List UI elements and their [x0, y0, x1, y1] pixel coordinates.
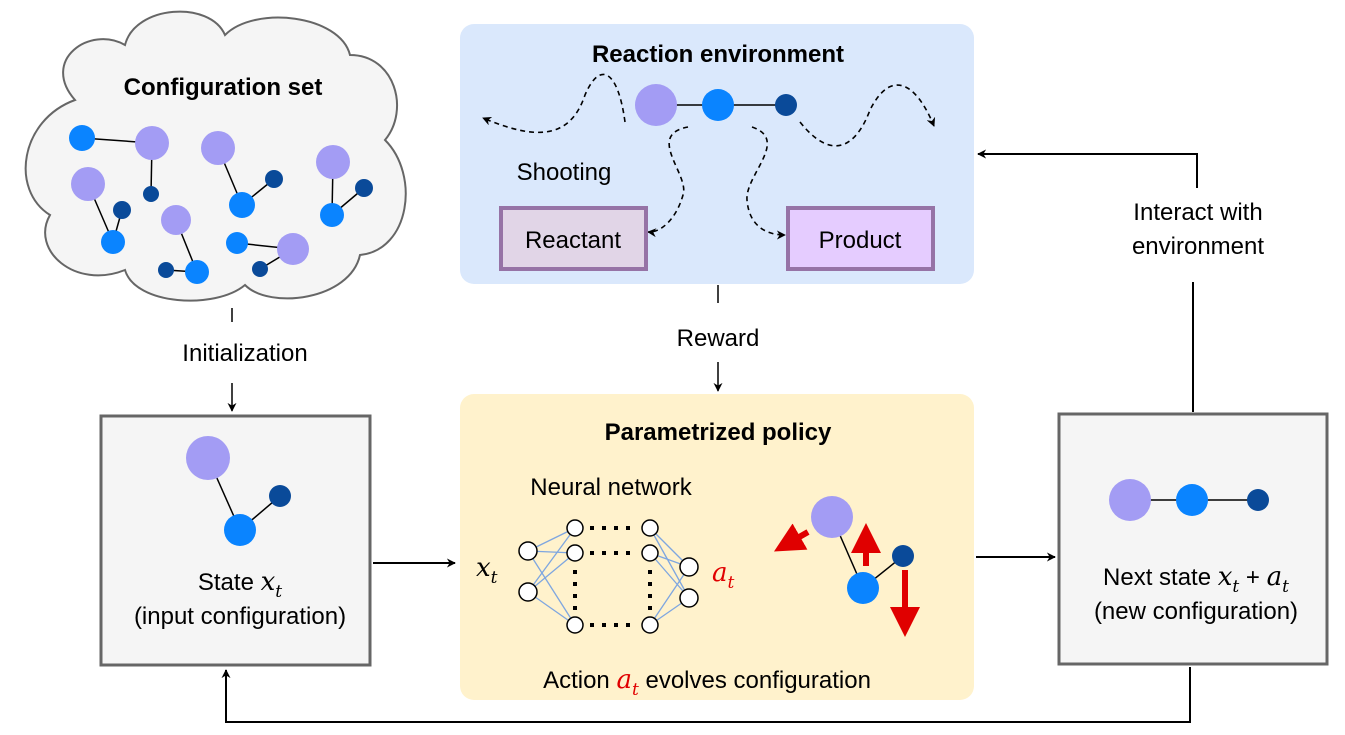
reward-connector: Reward [677, 285, 760, 392]
configuration-set-title: Configuration set [124, 74, 323, 101]
state-box: State xt (input configuration) [99, 414, 372, 667]
product-label: Product [819, 227, 902, 254]
policy-title: Parametrized policy [605, 419, 832, 446]
action-caption: Action at evolves configuration [543, 665, 871, 700]
initialization-connector: Initialization [182, 308, 308, 412]
interact-label-line2: environment [1132, 233, 1264, 260]
reward-label: Reward [677, 325, 760, 352]
shooting-trajectories [482, 73, 936, 240]
cloud-atoms [69, 125, 373, 284]
next-state-box: Next state xt + at (new configuration) [1057, 412, 1329, 666]
state-subtitle: (input configuration) [134, 603, 346, 630]
action-arrows [773, 523, 920, 637]
initialization-label: Initialization [182, 340, 307, 367]
feedback-loop-arrow [221, 667, 1191, 723]
env-molecule [635, 84, 797, 126]
configuration-set-cloud: Configuration set [24, 10, 407, 302]
interact-arrow [977, 149, 1198, 188]
nn-input-symbol: xt [476, 553, 498, 588]
neural-network-diagram [518, 519, 699, 634]
next-state-molecule [1109, 479, 1269, 521]
nn-output-symbol: at [712, 558, 735, 593]
reactant-label: Reactant [525, 227, 621, 254]
parametrized-policy-panel: Parametrized policy Neural network xt at [460, 394, 974, 700]
state-molecule [186, 436, 291, 546]
flow-connectors [221, 149, 1198, 723]
reaction-environment-title: Reaction environment [592, 41, 844, 68]
reactant-box: Reactant [499, 206, 648, 271]
reaction-environment-panel: Reaction environment Shooting Reactant P… [460, 24, 974, 284]
next-state-subtitle: (new configuration) [1094, 598, 1298, 625]
state-title: State xt [198, 567, 282, 602]
interact-label-line1: Interact with [1133, 199, 1262, 226]
next-state-title: Next state xt + at [1103, 562, 1289, 597]
neural-network-label: Neural network [530, 474, 692, 501]
product-box: Product [786, 206, 935, 271]
shooting-label: Shooting [517, 159, 612, 186]
policy-molecule [811, 496, 914, 604]
